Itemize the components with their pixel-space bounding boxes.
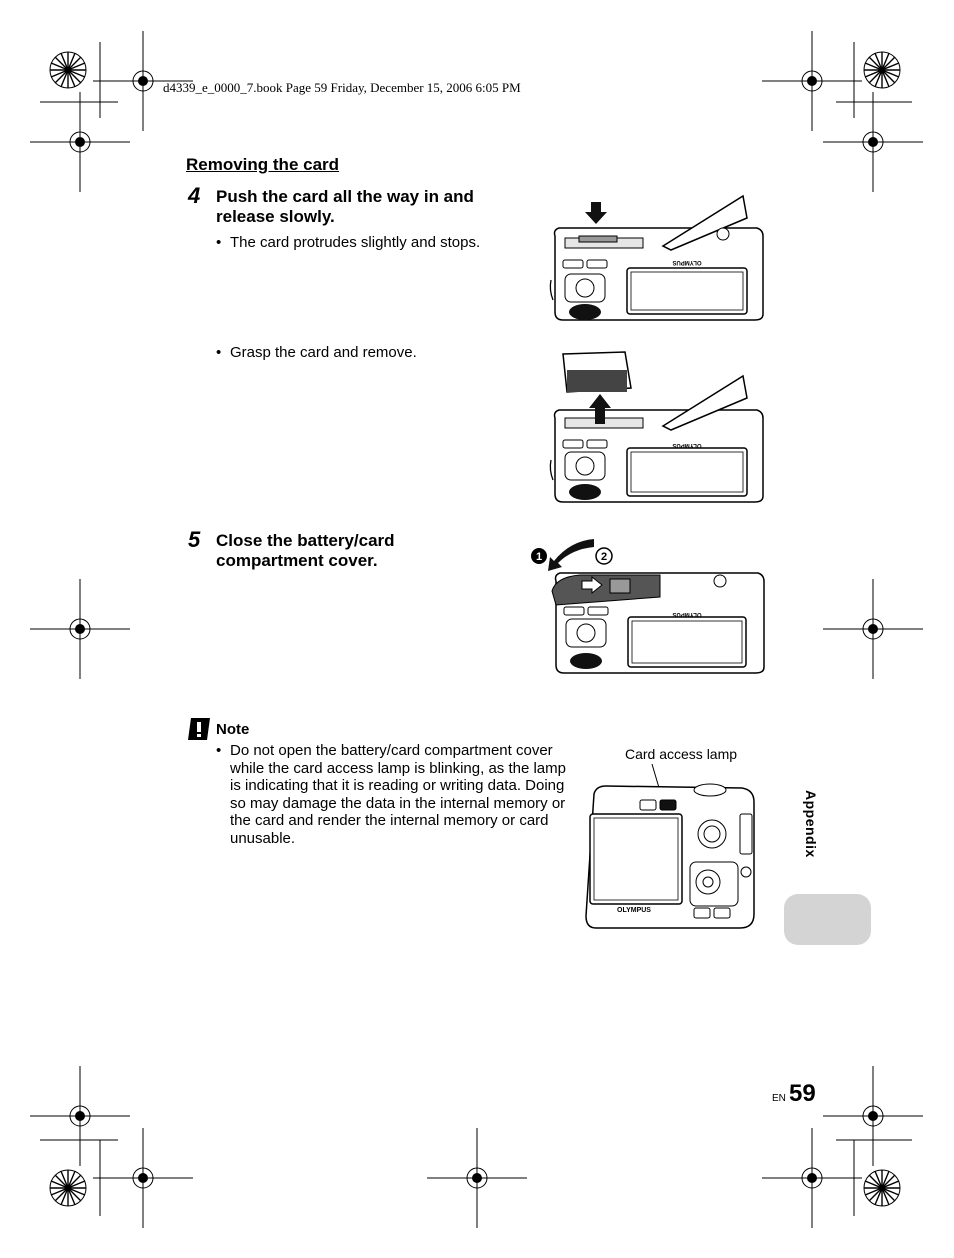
- figure-caption: Card access lamp: [625, 746, 738, 762]
- note-exclamation-icon: [188, 718, 210, 740]
- camera-remove-card-illustration: OLYMPUS: [549, 351, 764, 503]
- camera-brand-text: OLYMPUS: [672, 442, 701, 448]
- step-5-text: Close the battery/card compartment cover…: [216, 531, 395, 570]
- camera-close-cover-illustration: 1 2 OLYMPUS: [531, 539, 765, 674]
- appendix-side-tab: [784, 894, 871, 945]
- camera-brand-text: OLYMPUS: [672, 611, 701, 617]
- step-4-text: Push the card all the way in and release…: [216, 187, 474, 226]
- camera-brand-text: OLYMPUS: [672, 259, 701, 265]
- page-number: 59: [789, 1080, 816, 1107]
- marker-2: 2: [601, 551, 607, 563]
- camera-rear-illustration: OLYMPUS: [585, 763, 755, 929]
- note-title: Note: [216, 721, 250, 738]
- step-4-bullet-2: •Grasp the card and remove.: [216, 344, 417, 361]
- marker-1: 1: [536, 551, 542, 563]
- step-4-number: 4: [188, 183, 201, 208]
- note-text: Do not open the battery/card compartment…: [230, 742, 566, 847]
- appendix-side-label: Appendix: [803, 790, 819, 858]
- section-title: Removing the card: [186, 155, 340, 174]
- print-header: d4339_e_0000_7.book Page 59 Friday, Dece…: [163, 80, 521, 95]
- step-4-bullet-1: •The card protrudes slightly and stops.: [216, 234, 481, 251]
- camera-push-card-illustration: OLYMPUS: [549, 194, 764, 321]
- step-5-number: 5: [188, 527, 201, 552]
- page-language: EN: [772, 1093, 786, 1104]
- camera-brand-text: OLYMPUS: [617, 907, 651, 914]
